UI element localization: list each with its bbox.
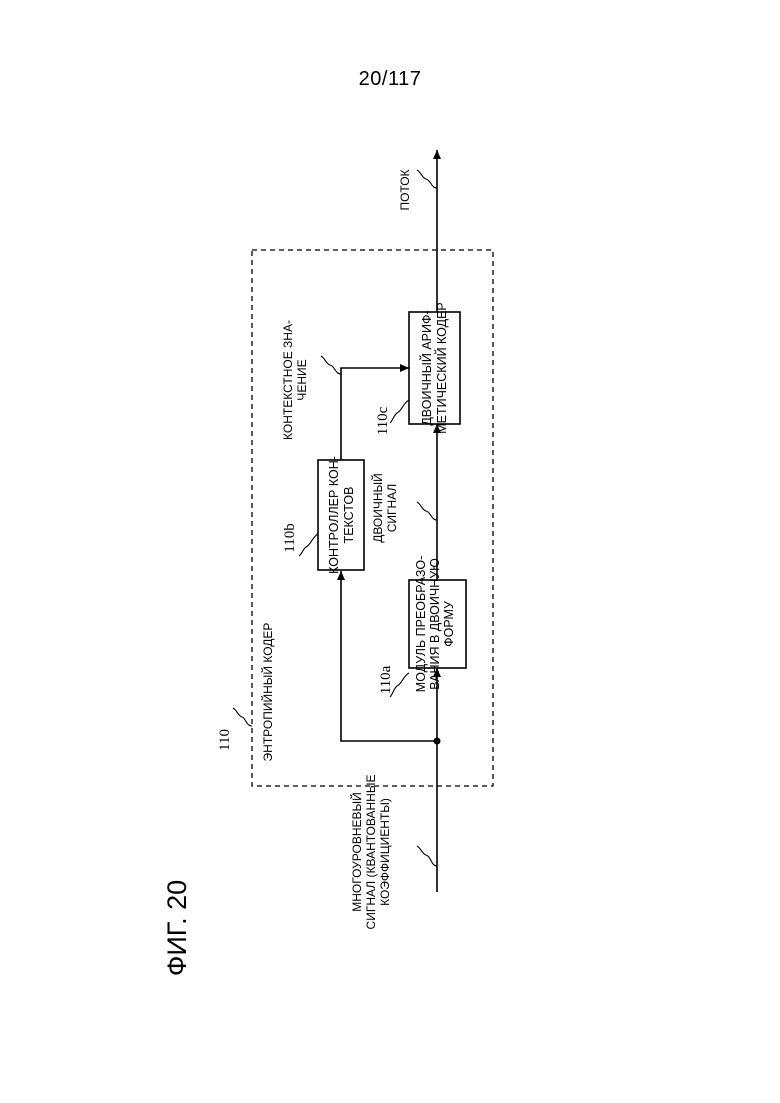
context-value-leader: [321, 356, 341, 374]
encoder-ref-leader: [233, 708, 252, 726]
context-controller-box: [318, 460, 364, 570]
context-value-label-line-2: ЧЕНИЕ: [295, 359, 309, 400]
binary-signal-label: ДВОИЧНЫЙ СИГНАЛ: [370, 473, 399, 543]
arith-coder-label-line-1: ДВОИЧНЫЙ АРИФ-: [419, 310, 434, 425]
binary-signal-label-line-2: СИГНАЛ: [385, 484, 399, 533]
figure-label: ФИГ. 20: [162, 880, 192, 976]
output-label: ПОТОК: [398, 169, 412, 210]
binary-signal-label-line-1: ДВОИЧНЫЙ: [370, 473, 385, 543]
binarizer-label: МОДУЛЬ ПРЕОБРАЗО- ВАНИЯ В ДВОИЧНУЮ ФОРМУ: [414, 556, 456, 692]
context-controller-label-line-2: ТЕКСТОВ: [342, 487, 356, 544]
input-signal-label: МНОГОУРОВНЕВЫЙ СИГНАЛ (КВАНТОВАННЫЕ КОЭФ…: [349, 775, 392, 930]
binary-signal-leader: [417, 502, 437, 520]
context-controller-ref-leader: [299, 534, 318, 556]
binarizer-label-line-1: МОДУЛЬ ПРЕОБРАЗО-: [414, 556, 428, 692]
input-signal-label-line-2: СИГНАЛ (КВАНТОВАННЫЕ: [364, 775, 378, 930]
input-signal-label-line-1: МНОГОУРОВНЕВЫЙ: [349, 792, 364, 912]
encoder-label: ЭНТРОПИЙНЫЙ КОДЕР: [260, 623, 275, 762]
arith-coder-ref-leader: [390, 400, 409, 423]
context-controller-label-line-1: КОНТРОЛЛЕР КОН-: [327, 456, 341, 574]
context-value-label-line-1: КОНТЕКСТНОЕ ЗНА-: [281, 320, 295, 440]
input-leader: [417, 846, 437, 866]
binarizer-ref: 110a: [378, 665, 394, 694]
output-leader: [417, 170, 437, 188]
input-signal-label-line-3: КОЭФФИЦИЕНТЫ): [378, 798, 392, 906]
binarizer-label-line-3: ФОРМУ: [442, 601, 456, 647]
context-value-label: КОНТЕКСТНОЕ ЗНА- ЧЕНИЕ: [281, 320, 309, 440]
context-controller-ref: 110b: [282, 523, 298, 552]
arith-coder-ref: 110c: [375, 406, 391, 435]
binarizer-label-line-2: ВАНИЯ В ДВОИЧНУЮ: [428, 558, 442, 690]
encoder-ref: 110: [217, 729, 233, 751]
arith-coder-label-line-2: МЕТИЧЕСКИЙ КОДЕР: [434, 302, 449, 434]
